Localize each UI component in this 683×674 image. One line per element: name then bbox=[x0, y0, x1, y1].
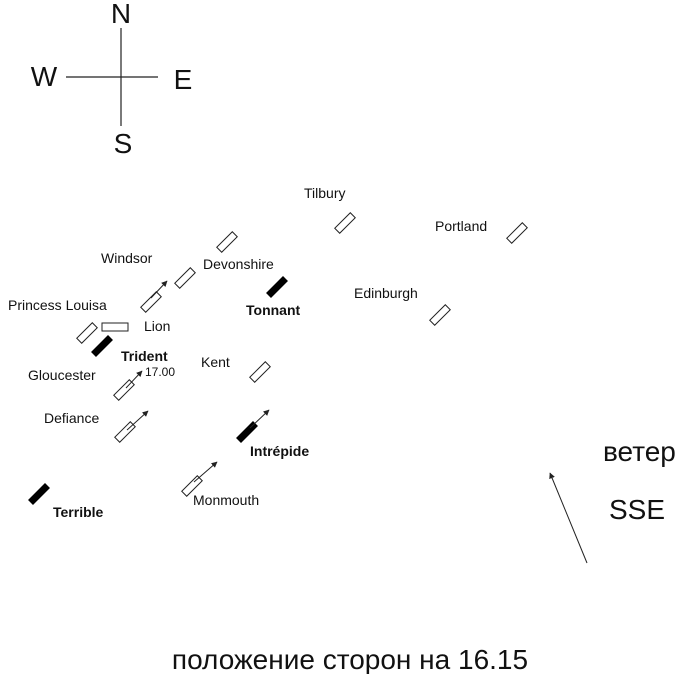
ship-marker-kent bbox=[249, 361, 271, 383]
ship-marker-devonshire bbox=[174, 267, 196, 289]
wind-label: ветер bbox=[603, 436, 676, 467]
ship-marker-tilbury bbox=[334, 212, 356, 234]
ship-label-defiance: Defiance bbox=[44, 410, 99, 426]
ship-marker-intrepide bbox=[236, 421, 258, 443]
ship-marker-lion bbox=[101, 322, 129, 332]
ship-label-intrepide: Intrépide bbox=[250, 443, 309, 459]
compass-east-label: E bbox=[174, 64, 193, 95]
ship-label-windsor: Windsor bbox=[101, 250, 153, 266]
ship-label-portland: Portland bbox=[435, 218, 487, 234]
ship-marker-portland bbox=[506, 222, 528, 244]
wind-arrow bbox=[549, 472, 588, 564]
ship-marker-monmouth bbox=[181, 475, 203, 497]
ship-label-tonnant: Tonnant bbox=[246, 302, 301, 318]
movement-arrows bbox=[125, 280, 270, 483]
ship-label-monmouth: Monmouth bbox=[193, 492, 259, 508]
ship-label-lion: Lion bbox=[144, 318, 170, 334]
ship-label-terrible: Terrible bbox=[53, 504, 104, 520]
time-annotation: 17.00 bbox=[145, 365, 175, 379]
arrow-monmouth bbox=[193, 461, 218, 483]
wind-direction-label: SSE bbox=[609, 494, 665, 525]
ship-marker-devonshire-upper bbox=[216, 231, 238, 253]
compass-south-label: S bbox=[114, 128, 133, 159]
ship-label-princess-louisa: Princess Louisa bbox=[8, 297, 107, 313]
ship-label-devonshire: Devonshire bbox=[203, 256, 274, 272]
arrow-gloucester bbox=[125, 370, 143, 389]
french-ships bbox=[28, 276, 288, 505]
wind-indicator: ветер SSE bbox=[549, 436, 676, 564]
ship-marker-windsor bbox=[140, 291, 162, 313]
compass-rose: N S W E bbox=[31, 0, 193, 159]
diagram-caption: положение сторон на 16.15 bbox=[172, 644, 528, 674]
ship-marker-edinburgh bbox=[429, 304, 451, 326]
ship-marker-terrible bbox=[28, 483, 50, 505]
ship-label-tilbury: Tilbury bbox=[304, 185, 346, 201]
ship-label-trident: Trident bbox=[121, 348, 168, 364]
ship-labels: Tilbury Portland Windsor Devonshire Edin… bbox=[8, 185, 487, 520]
ship-label-kent: Kent bbox=[201, 354, 230, 370]
arrow-intrepide bbox=[249, 409, 270, 429]
arrow-defiance bbox=[126, 410, 149, 431]
ship-marker-tonnant bbox=[266, 276, 288, 298]
ship-label-gloucester: Gloucester bbox=[28, 367, 96, 383]
ship-marker-princess-louisa bbox=[76, 322, 98, 344]
ship-marker-trident bbox=[91, 335, 113, 357]
compass-north-label: N bbox=[111, 0, 131, 29]
ship-label-edinburgh: Edinburgh bbox=[354, 285, 418, 301]
arrow-windsor bbox=[150, 280, 168, 299]
compass-west-label: W bbox=[31, 61, 58, 92]
